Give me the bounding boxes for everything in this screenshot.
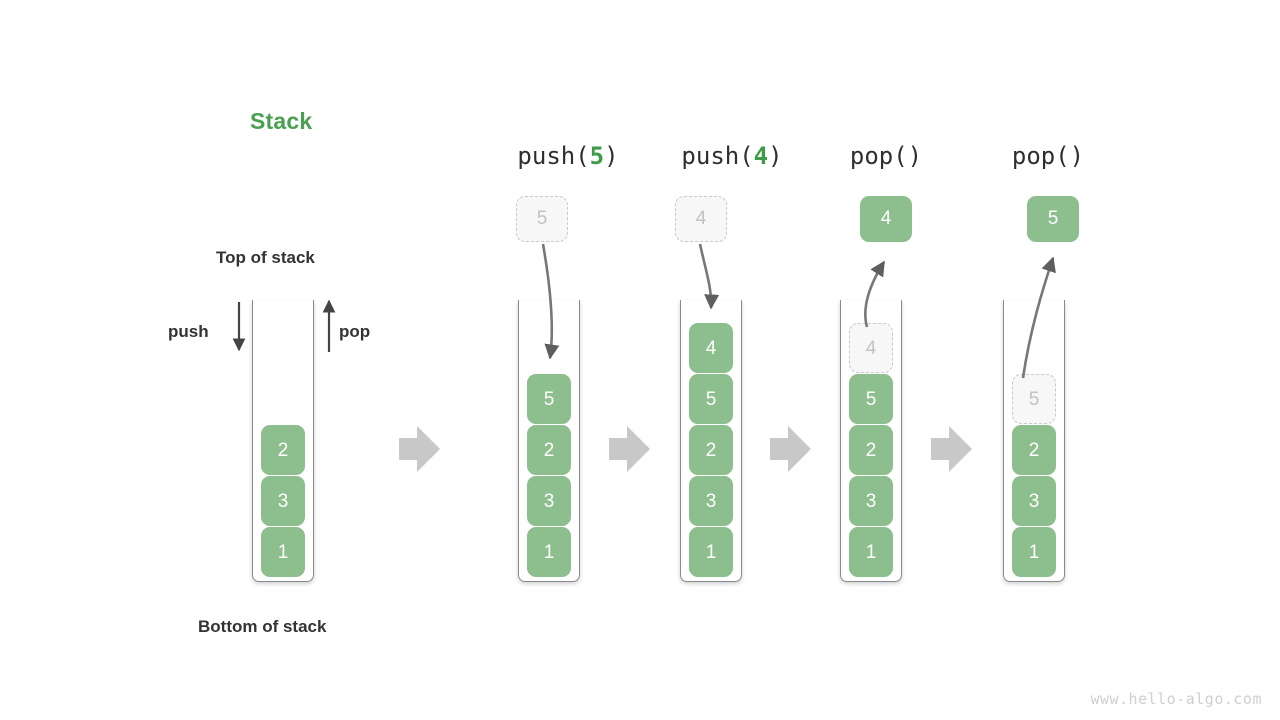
stack-cell: 1 [527,527,571,577]
caption-prefix: pop( [1011,142,1070,170]
stack-cells-pop-2: 1 3 2 5 [1004,374,1064,577]
push-4-motion-arrow-icon [698,243,720,310]
stack-cell: 2 [1012,425,1056,475]
cell-value: 2 [543,439,555,461]
stack-container-push-5: 1 3 2 5 [518,300,580,582]
caption-arg: 4 [753,142,769,170]
cell-value: 5 [1028,388,1040,410]
stack-cell: 2 [261,425,305,475]
caption-suffix: ) [604,142,619,170]
cell-value: 5 [536,208,548,229]
cell-value: 3 [1028,490,1040,512]
stack-container-push-4: 1 3 2 5 4 [680,300,742,582]
floating-cell-push-5: 5 [516,196,568,242]
caption-suffix: ) [768,142,783,170]
caption-prefix: push( [681,142,754,170]
cell-value: 1 [705,541,717,563]
transition-arrow-icon-4 [931,426,972,472]
push-label: push [168,322,209,341]
page-title: Stack [250,108,313,134]
cell-value: 5 [865,388,877,410]
stack-cell: 5 [849,374,893,424]
stack-cell: 3 [261,476,305,526]
cell-value: 1 [1028,541,1040,563]
floating-cell-pop-1: 4 [860,196,912,242]
cell-value: 2 [705,439,717,461]
caption-prefix: pop( [849,142,908,170]
caption-suffix: ) [907,142,923,170]
cell-value: 4 [880,208,892,229]
operation-caption-pop-2: pop() [978,142,1118,170]
stack-cell: 4 [689,323,733,373]
cell-value: 2 [277,439,289,461]
stack-cell: 1 [849,527,893,577]
stack-cell-removed: 5 [1012,374,1056,424]
cell-value: 4 [705,337,717,359]
stack-cell: 3 [527,476,571,526]
transition-arrow-icon-2 [609,426,650,472]
stack-cell: 5 [527,374,571,424]
stack-container-initial: 1 3 2 [252,300,314,582]
cell-value: 1 [277,541,289,563]
cell-value: 2 [1028,439,1040,461]
operation-caption-push-5: push(5) [498,142,638,170]
cell-value: 4 [865,337,877,359]
caption-arg: 5 [589,142,605,170]
stack-container-pop-2: 1 3 2 5 [1003,300,1065,582]
cell-value: 1 [543,541,555,563]
watermark: www.hello-algo.com [1090,690,1262,708]
stack-cell: 3 [849,476,893,526]
floating-cell-push-4: 4 [675,196,727,242]
stack-cell: 2 [849,425,893,475]
stack-cells-push-5: 1 3 2 5 [519,374,579,577]
operation-caption-push-4: push(4) [662,142,802,170]
cell-value: 4 [695,208,707,229]
stack-cell: 1 [261,527,305,577]
stack-cell: 1 [689,527,733,577]
cell-value: 3 [865,490,877,512]
stack-container-pop-1: 1 3 2 5 4 [840,300,902,582]
transition-arrow-icon-1 [399,426,440,472]
stack-cell: 3 [1012,476,1056,526]
caption-suffix: ) [1069,142,1085,170]
stack-cell: 1 [1012,527,1056,577]
floating-cell-pop-2: 5 [1027,196,1079,242]
stack-cell-removed: 4 [849,323,893,373]
stack-cells-pop-1: 1 3 2 5 4 [841,323,901,577]
cell-value: 5 [705,388,717,410]
cell-value: 1 [865,541,877,563]
stack-cell: 2 [527,425,571,475]
caption-prefix: push( [517,142,590,170]
cell-value: 2 [865,439,877,461]
top-of-stack-label: Top of stack [216,248,315,267]
cell-value: 5 [1047,208,1059,229]
bottom-of-stack-label: Bottom of stack [198,617,327,636]
stack-cell: 3 [689,476,733,526]
transition-arrow-icon-3 [770,426,811,472]
stack-cells-initial: 1 3 2 [253,425,313,577]
cell-value: 3 [543,490,555,512]
stack-cell: 2 [689,425,733,475]
stack-cell: 5 [689,374,733,424]
operation-caption-pop-1: pop() [816,142,956,170]
stack-cells-push-4: 1 3 2 5 4 [681,323,741,577]
pop-label: pop [339,322,371,341]
cell-value: 3 [277,490,289,512]
cell-value: 5 [543,388,555,410]
cell-value: 3 [705,490,717,512]
